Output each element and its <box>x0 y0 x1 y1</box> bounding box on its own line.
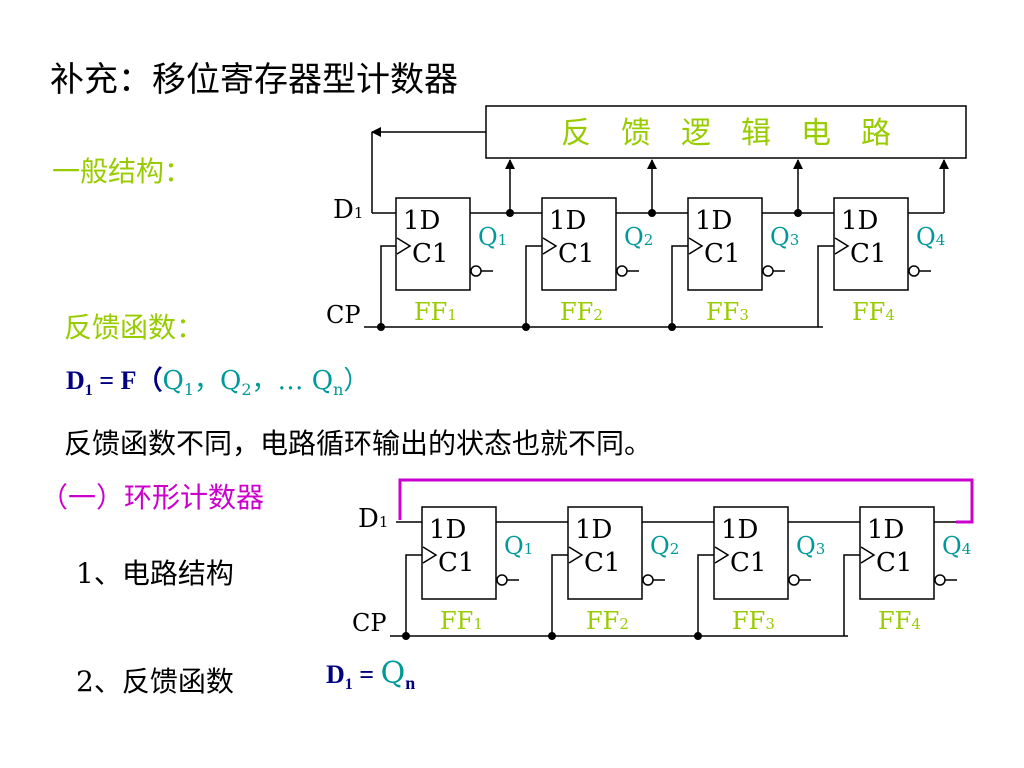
ring-ff3-name: FF3 <box>732 607 775 635</box>
ring-ff3-clk-label: C1 <box>730 548 766 578</box>
ring-flipflop-ff1: 1D C1 Q1 FF1 <box>402 506 568 640</box>
ring-ff2-q-label: Q2 <box>650 532 679 560</box>
ring-ff4-in-label: 1D <box>867 515 904 545</box>
cp-label: CP <box>326 301 361 329</box>
formula-equals: = F（ <box>92 366 163 395</box>
ring-flipflop-ff3: 1D C1 Q3 FF3 <box>694 506 860 640</box>
ring-ff1-q-label: Q1 <box>504 532 533 560</box>
flipflop-ff3: 1D C1 Q3 FF3 <box>668 197 834 331</box>
ring-ff4-name: FF4 <box>878 607 921 635</box>
formula-qn: ，… Q <box>251 366 334 396</box>
general-shift-register-diagram: 反 馈 逻 辑 电 路 D1 CP 1D C1 Q1 FF1 1D C1 <box>326 105 967 331</box>
ring-ff3-body <box>713 506 789 600</box>
ring-ff4-body <box>859 506 935 600</box>
ring-ff4-q-label: Q4 <box>942 532 971 560</box>
statement: 反馈函数不同，电路循环输出的状态也就不同。 <box>64 427 653 460</box>
page-title: 补充：移位寄存器型计数器 <box>50 60 458 100</box>
ring-ff1-in-label: 1D <box>429 515 466 545</box>
ff1-name: FF1 <box>414 298 457 326</box>
ff4-clk-label: C1 <box>850 239 886 269</box>
ring-flipflop-ff2: 1D C1 Q2 FF2 <box>548 506 714 640</box>
ff2-name: FF2 <box>560 298 603 326</box>
flipflop-ff2: 1D C1 Q2 FF2 <box>522 197 688 331</box>
ring-d1-label: D1 <box>358 504 388 534</box>
ring-ff3-q-label: Q3 <box>796 532 825 560</box>
formula-qn-sub: n <box>333 380 344 400</box>
ff2-q-label: Q2 <box>624 223 653 251</box>
feedback-logic-box <box>485 105 967 159</box>
ff3-body <box>687 197 763 291</box>
ff3-clk-label: C1 <box>704 239 740 269</box>
formula-q2: ，Q <box>194 366 242 396</box>
d1-label: D1 <box>333 195 363 225</box>
flipflop-ff1: 1D C1 Q1 FF1 <box>377 197 542 331</box>
ring-counter-diagram: D1 CP 1D C1 Q1 FF1 1D C1 Q2 FF2 <box>352 478 974 640</box>
ff2-clk-label: C1 <box>558 239 594 269</box>
ring-ff2-name: FF2 <box>586 607 629 635</box>
ring-ff1-clk-label: C1 <box>438 548 474 578</box>
ring-formula-equals: = <box>352 660 381 689</box>
ff3-in-label: 1D <box>695 206 732 236</box>
ring-ff2-clk-label: C1 <box>584 548 620 578</box>
formula-q1-sub: 1 <box>183 380 194 400</box>
ring-ff4-clk-label: C1 <box>876 548 912 578</box>
ff1-body <box>395 197 471 291</box>
item1-circuit-structure: 1、电路结构 <box>76 557 234 590</box>
feedback-formula: D1 = F（Q1，Q2，… Qn） <box>66 360 369 400</box>
ring-ff2-in-label: 1D <box>575 515 612 545</box>
section1-title: （一）环形计数器 <box>40 481 265 514</box>
formula-d: D <box>66 366 85 395</box>
formula-d-sub: 1 <box>84 382 93 400</box>
item2-feedback-function: 2、反馈函数 <box>76 665 234 698</box>
ff3-name: FF3 <box>706 298 749 326</box>
ring-formula: D1 = Qn <box>326 656 415 694</box>
ff3-q-label: Q3 <box>770 223 799 251</box>
ring-ff3-in-label: 1D <box>721 515 758 545</box>
ring-cp-label: CP <box>352 609 387 637</box>
formula-q1: Q <box>162 366 184 396</box>
ff4-q-label: Q4 <box>916 223 945 251</box>
ff2-in-label: 1D <box>549 206 586 236</box>
feedback-logic-label: 反 馈 逻 辑 电 路 <box>561 116 891 151</box>
ff4-in-label: 1D <box>841 206 878 236</box>
ring-ff2-body <box>567 506 643 600</box>
ring-ff1-name: FF1 <box>440 607 483 635</box>
ff1-clk-label: C1 <box>412 239 448 269</box>
ring-feedback-loop <box>398 478 974 524</box>
ring-formula-d: D <box>326 660 345 689</box>
ff1-in-label: 1D <box>403 206 440 236</box>
ff4-name: FF4 <box>852 298 895 326</box>
general-structure-label: 一般结构： <box>52 155 193 188</box>
feedback-function-label: 反馈函数： <box>64 311 205 344</box>
formula-close: ） <box>343 366 370 396</box>
ring-ff1-body <box>421 506 497 600</box>
ff2-body <box>541 197 617 291</box>
flipflop-ff4: 1D C1 Q4 FF4 <box>817 197 945 327</box>
ff1-q-label: Q1 <box>478 223 507 251</box>
ff4-body <box>833 197 909 291</box>
ring-formula-q: Q <box>380 656 406 691</box>
formula-q2-sub: 2 <box>241 380 252 400</box>
ring-formula-d-sub: 1 <box>344 676 353 694</box>
ring-formula-q-sub: n <box>405 673 416 694</box>
ring-flipflop-ff4: 1D C1 Q4 FF4 <box>843 506 971 636</box>
